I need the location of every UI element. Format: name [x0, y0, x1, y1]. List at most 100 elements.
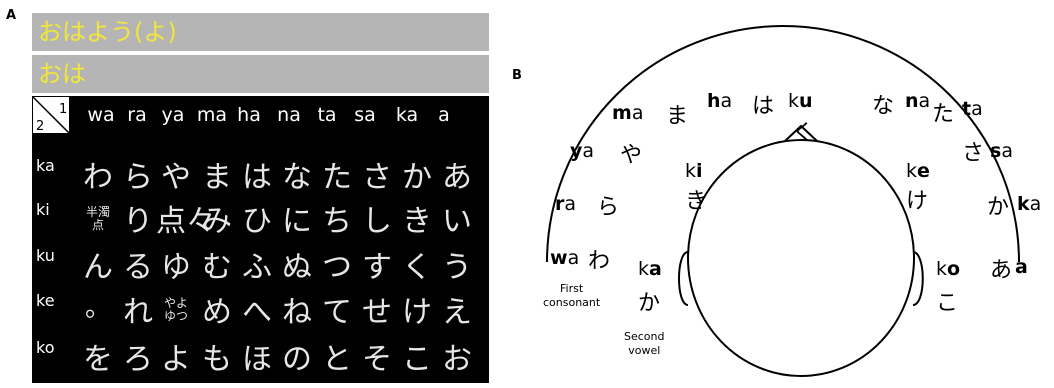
row-header-ke: ke	[36, 291, 55, 310]
kana-key[interactable]: き	[402, 204, 432, 239]
kana-key[interactable]: 半濁点	[85, 205, 110, 232]
column-header-wa: wa	[87, 104, 115, 126]
kana-key[interactable]: ふ	[242, 250, 272, 285]
outer-arc	[546, 25, 1020, 263]
first-consonant-kana: な	[872, 94, 895, 119]
kana-key[interactable]: や	[161, 160, 191, 195]
first-consonant-latin: ta	[962, 98, 983, 120]
first-consonant-latin: wa	[550, 247, 580, 269]
first-consonant-kana: か	[987, 195, 1010, 220]
second-vowel-latin: ko	[936, 258, 961, 280]
left-ear	[678, 251, 689, 306]
second-vowel-latin: ki	[685, 160, 703, 182]
first-consonant-kana: さ	[962, 141, 985, 166]
head-outline	[687, 139, 915, 377]
kana-key[interactable]: ね	[282, 295, 312, 330]
first-consonant-kana: は	[752, 94, 775, 119]
kana-key[interactable]: る	[123, 250, 153, 285]
corner-top-label: 1	[59, 102, 67, 117]
grid-corner-cell: 1 2	[32, 96, 70, 134]
kana-key[interactable]: わ	[83, 160, 113, 195]
column-header-ta: ta	[317, 104, 337, 126]
nose-shape	[784, 124, 818, 142]
kana-key[interactable]: ち	[322, 204, 352, 239]
kana-key[interactable]: に	[282, 204, 312, 239]
kana-key[interactable]: す	[362, 250, 392, 285]
first-consonant-kana: た	[932, 102, 955, 127]
kana-key[interactable]: て	[322, 295, 352, 330]
kana-key[interactable]: た	[322, 160, 352, 195]
kana-key[interactable]: む	[202, 250, 232, 285]
kana-key[interactable]: あ	[442, 160, 472, 195]
kana-key[interactable]: ぬ	[282, 250, 312, 285]
second-vowel-kana: け	[906, 189, 929, 214]
kana-key[interactable]: つ	[322, 250, 352, 285]
kana-key[interactable]: め	[202, 295, 232, 330]
second-vowel-latin: ke	[906, 160, 930, 182]
kana-key[interactable]: ん	[83, 250, 113, 285]
column-header-ya: ya	[161, 104, 185, 126]
kana-key[interactable]: ゆ	[161, 250, 191, 285]
column-header-ma: ma	[196, 104, 228, 126]
row-header-ki: ki	[36, 200, 50, 219]
kana-key[interactable]: け	[402, 295, 432, 330]
kana-key[interactable]: は	[242, 160, 272, 195]
kana-key[interactable]: と	[322, 342, 352, 377]
kana-key[interactable]: う	[442, 250, 472, 285]
kana-key[interactable]: い	[442, 204, 472, 239]
column-header-ha: ha	[237, 104, 261, 126]
input-text-bar: おはよう(よ)	[32, 13, 489, 51]
first-consonant-kana: ま	[666, 104, 689, 129]
kana-key[interactable]: も	[202, 342, 232, 377]
first-consonant-latin: ha	[707, 90, 733, 112]
kana-key[interactable]: 。	[84, 293, 111, 323]
column-header-ka: ka	[395, 104, 419, 126]
first-consonant-kana: あ	[990, 258, 1013, 283]
second-vowel-latin: ka	[638, 258, 662, 280]
kana-key[interactable]: やよゆつ	[163, 296, 188, 323]
kana-key[interactable]: ろ	[123, 342, 153, 377]
second-vowel-kana: く	[792, 121, 815, 146]
second-vowel-kana: こ	[936, 291, 959, 316]
first-consonant-latin: a	[1015, 256, 1028, 278]
kana-key[interactable]: く	[402, 250, 432, 285]
panel-a-label: A	[6, 8, 17, 23]
second-vowel-kana: き	[685, 189, 708, 214]
row-header-ka: ka	[36, 156, 55, 175]
panel-b-label: B	[512, 68, 522, 83]
kana-key[interactable]: ま	[202, 160, 232, 195]
row-header-ko: ko	[36, 338, 55, 357]
kana-key[interactable]: え	[442, 295, 472, 330]
column-header-sa: sa	[354, 104, 376, 126]
kana-key[interactable]: ほ	[242, 342, 272, 377]
kana-key[interactable]: を	[83, 342, 113, 377]
first-consonant-latin: ma	[612, 102, 644, 124]
first-consonant-latin: sa	[990, 140, 1013, 162]
kana-key[interactable]: み	[202, 204, 232, 239]
kana-key[interactable]: な	[282, 160, 312, 195]
kana-key[interactable]: の	[282, 342, 312, 377]
kana-key[interactable]: よ	[161, 342, 191, 377]
first-consonant-kana: わ	[588, 249, 611, 274]
column-header-ra: ra	[127, 104, 147, 126]
kana-key[interactable]: ひ	[242, 204, 272, 239]
kana-key[interactable]: か	[402, 160, 432, 195]
first-consonant-kana: や	[620, 143, 643, 168]
kana-key[interactable]: し	[362, 204, 392, 239]
column-header-a: a	[438, 104, 450, 126]
kana-key[interactable]: り	[123, 204, 153, 239]
kana-key[interactable]: へ	[242, 295, 272, 330]
first-consonant-latin: ra	[555, 193, 577, 215]
kana-key[interactable]: れ	[123, 295, 153, 330]
kana-key[interactable]: そ	[362, 342, 392, 377]
kana-key[interactable]: ら	[123, 160, 153, 195]
kana-key[interactable]: お	[442, 342, 472, 377]
kana-key[interactable]: せ	[362, 295, 392, 330]
first-consonant-kana: ら	[597, 195, 620, 220]
kana-key[interactable]: こ	[402, 342, 432, 377]
kana-key[interactable]: さ	[362, 160, 392, 195]
right-ear	[912, 251, 924, 306]
